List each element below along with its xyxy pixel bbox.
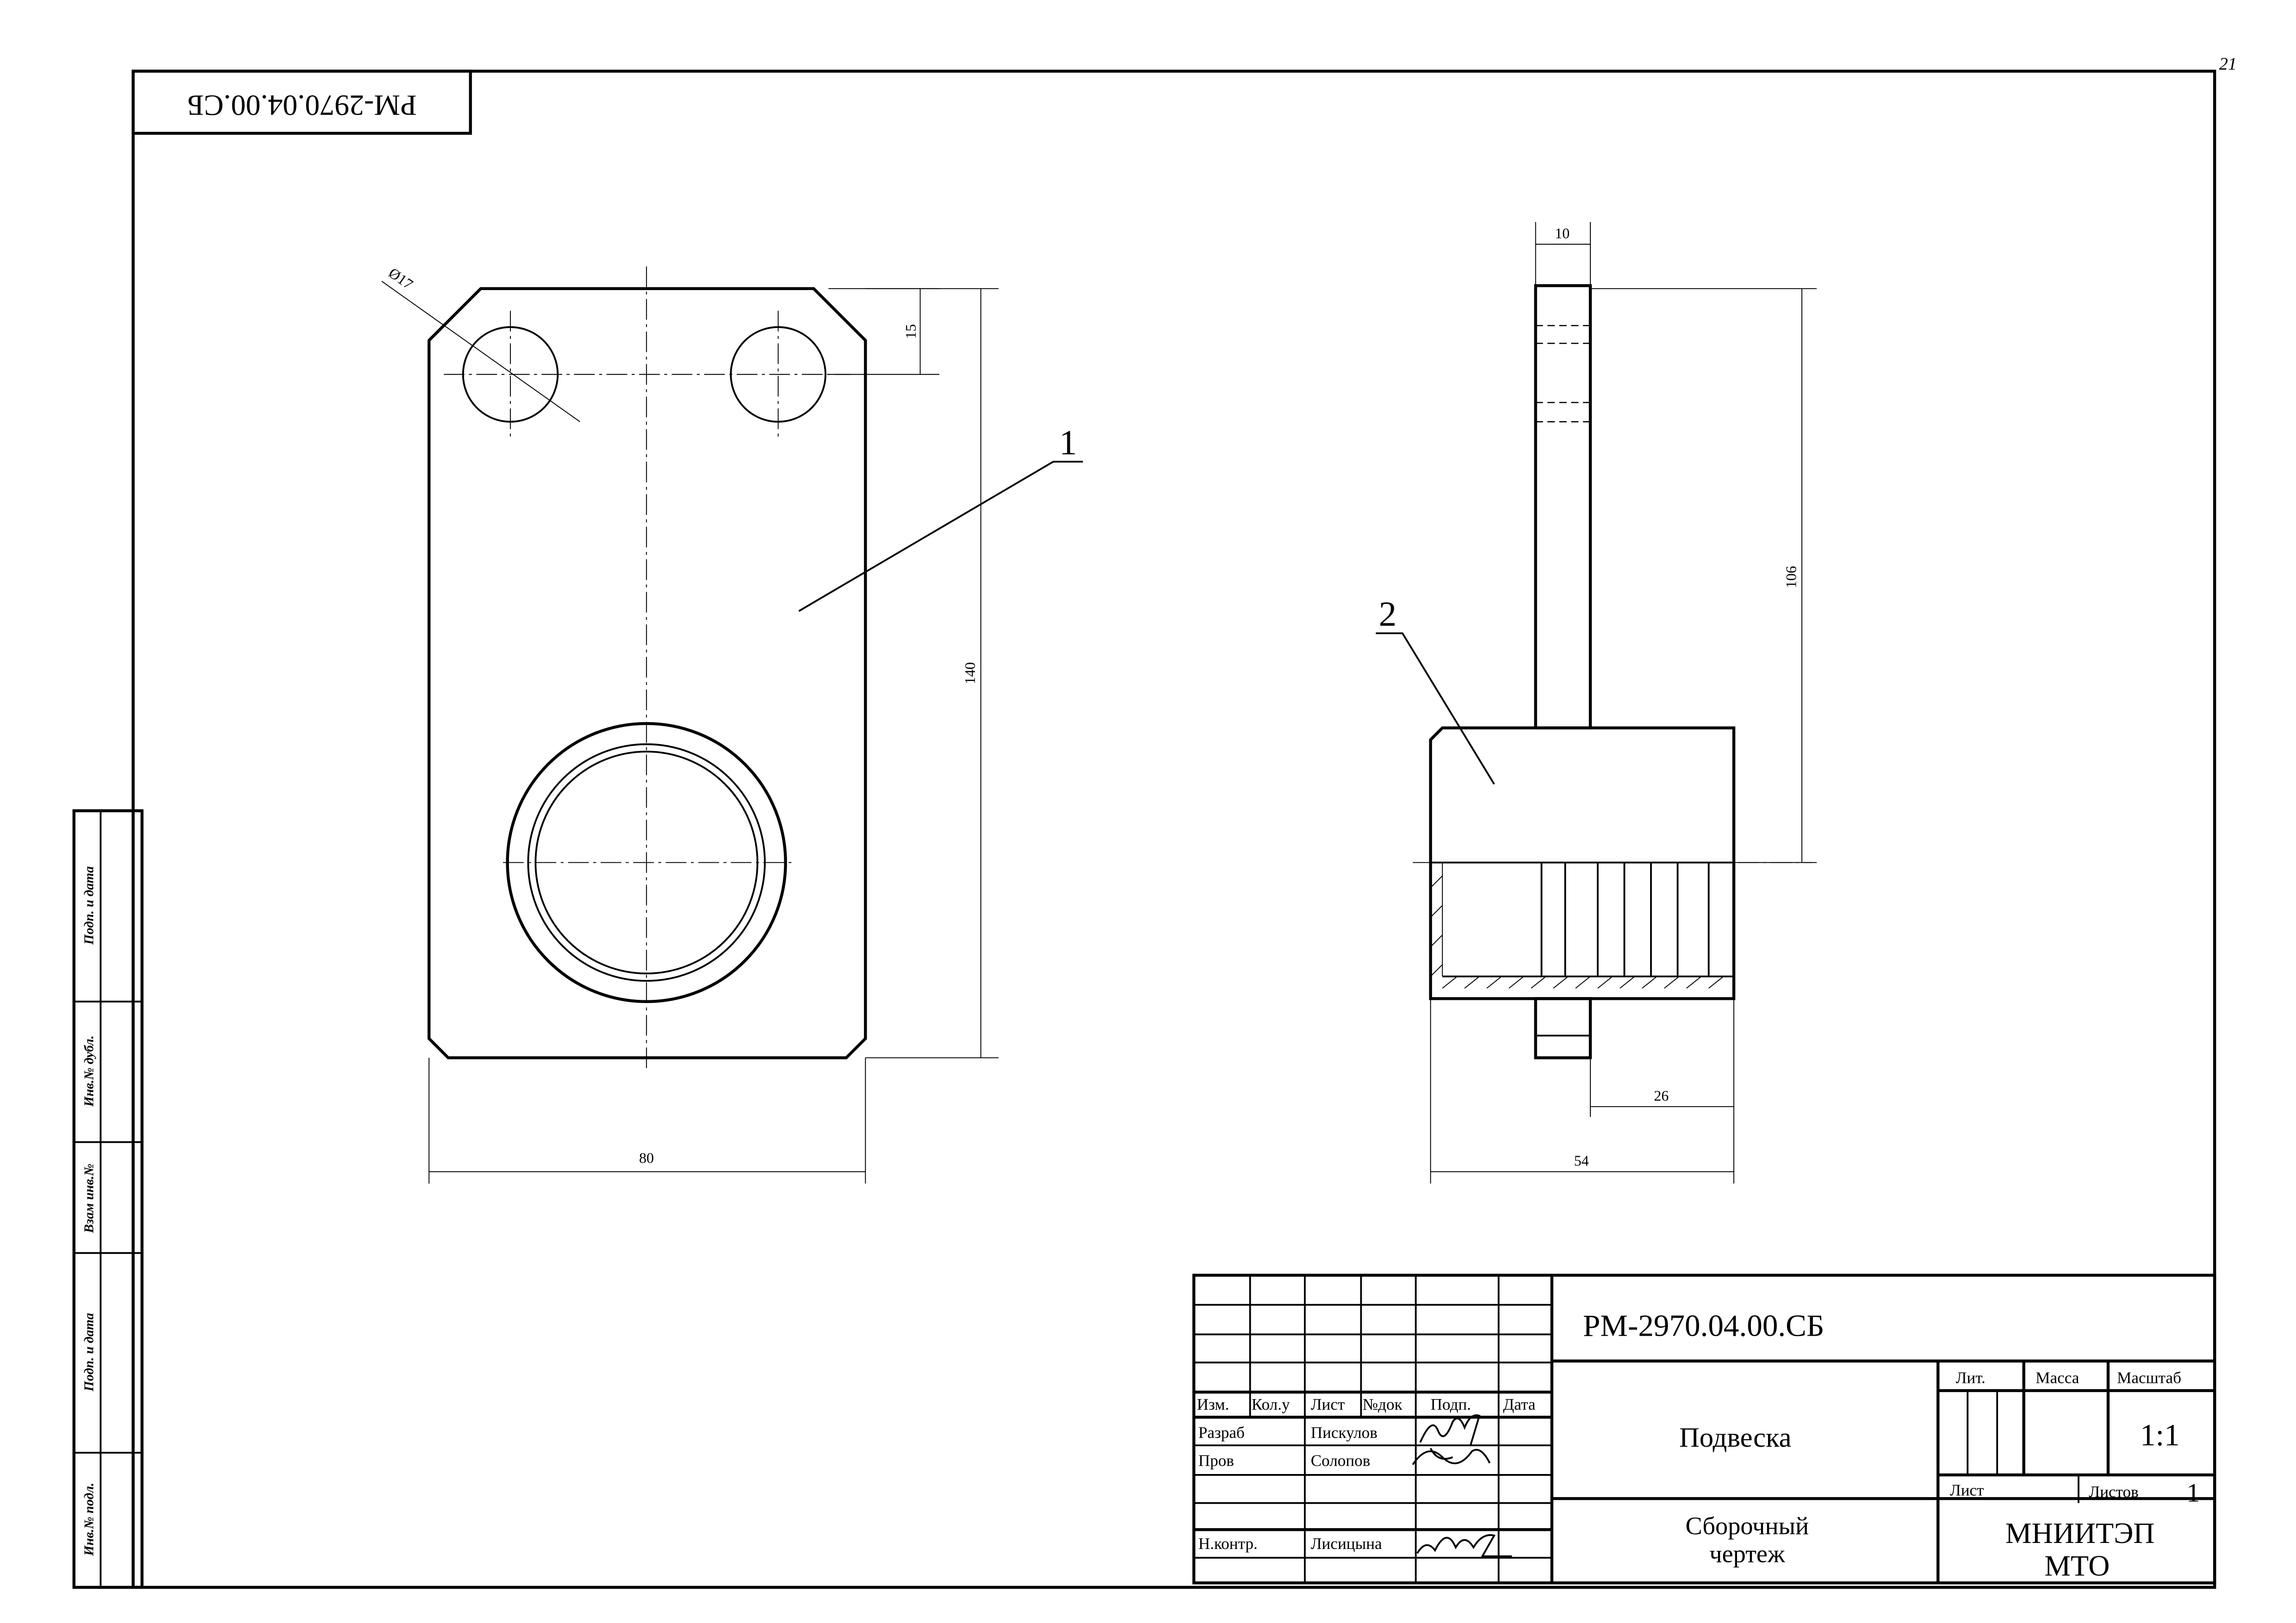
- corner-stamp-box: [131, 69, 472, 135]
- header-podp: Подп.: [1431, 1395, 1471, 1413]
- part-1-plate-view: 1 Ø17 15 140 80: [381, 265, 1083, 1184]
- sheet-label: Лист: [1950, 1481, 1984, 1499]
- side-label: Инв.№ дубл.: [81, 1035, 96, 1107]
- side-label: Подп. и дата: [81, 866, 96, 945]
- role-checker: Пров: [1198, 1452, 1234, 1470]
- part-label-1: 1: [1059, 423, 1077, 462]
- header-ndok: №док: [1363, 1395, 1403, 1413]
- designation: РМ-2970.04.00.СБ: [1583, 1308, 1824, 1343]
- header-list: Лист: [1311, 1395, 1345, 1413]
- side-label: Подп. и дата: [81, 1313, 96, 1392]
- name-checker: Солопов: [1311, 1452, 1371, 1470]
- side-label: Взам инв.№: [81, 1164, 96, 1233]
- dim-stem-length: 106: [1783, 566, 1799, 588]
- side-strip: Подп. и дата Инв.№ дубл. Взам инв.№ Подп…: [72, 809, 144, 1589]
- doc-type-line1: Сборочный: [1686, 1512, 1809, 1540]
- sheets-value: 1: [2186, 1478, 2200, 1507]
- side-label: Инв.№ подл.: [81, 1483, 96, 1556]
- corner-stamp: РМ-2970.04.00.СБ: [187, 89, 417, 122]
- organization-line1: МНИИТЭП: [2005, 1517, 2155, 1549]
- dim-plate-height: 140: [962, 662, 978, 684]
- signature-developer: [1419, 1414, 1481, 1446]
- title-block: Изм. Кол.у Лист №док Подп. Дата Разраб П…: [1192, 1274, 2216, 1585]
- signature-norm-control: [1416, 1534, 1512, 1557]
- sheets-label: Листов: [2089, 1483, 2138, 1501]
- dim-hole-diameter: Ø17: [386, 265, 416, 292]
- header-kol: Кол.у: [1252, 1395, 1290, 1413]
- role-developer: Разраб: [1198, 1424, 1245, 1442]
- doc-type-line2: чертеж: [1709, 1540, 1785, 1568]
- header-izm: Изм.: [1197, 1395, 1229, 1413]
- dim-hole-offset: 15: [903, 324, 919, 339]
- organization-line2: МТО: [2044, 1549, 2110, 1582]
- signature-checker: [1412, 1448, 1491, 1465]
- header-date: Дата: [1503, 1395, 1535, 1413]
- scale-label: Масштаб: [2117, 1369, 2181, 1387]
- part-2-side-view: 2 10 106 26 54: [1376, 222, 1817, 1184]
- dim-plate-width: 80: [639, 1150, 654, 1166]
- mass-label: Масса: [2035, 1369, 2079, 1387]
- name-norm-control: Лисицына: [1311, 1535, 1382, 1553]
- name-developer: Пискулов: [1311, 1424, 1378, 1442]
- page-number: 21: [2219, 55, 2237, 74]
- role-norm-control: Н.контр.: [1198, 1535, 1258, 1553]
- part-label-2: 2: [1379, 595, 1396, 634]
- drawing-frame: [131, 69, 2216, 1589]
- scale-value: 1:1: [2140, 1418, 2180, 1452]
- dim-body-length: 54: [1574, 1153, 1589, 1169]
- lit-label: Лит.: [1956, 1369, 1986, 1387]
- dim-thread-length: 26: [1654, 1088, 1669, 1104]
- dim-stem-width: 10: [1555, 225, 1570, 242]
- product-name: Подвеска: [1679, 1422, 1792, 1453]
